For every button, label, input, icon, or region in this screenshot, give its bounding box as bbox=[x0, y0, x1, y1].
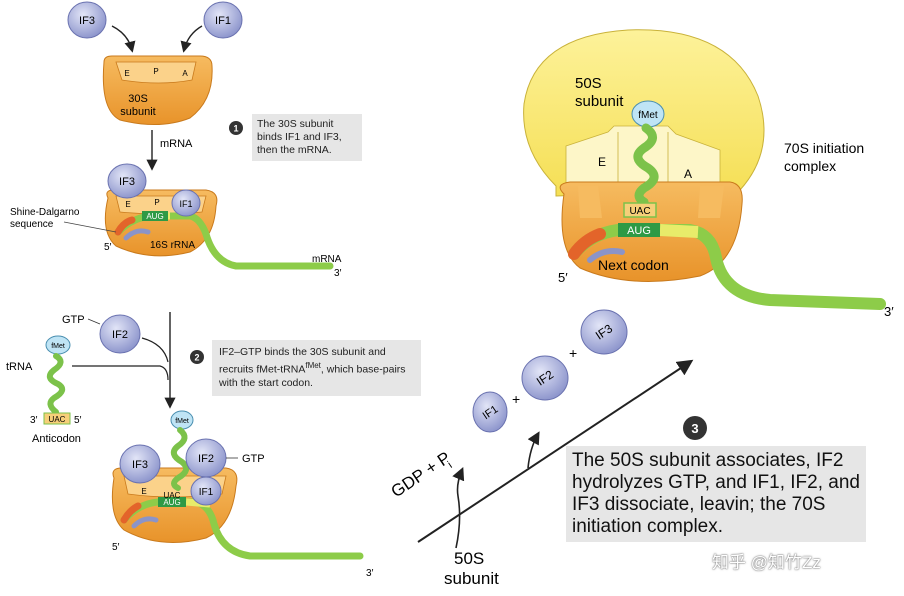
complex-70s-label: 70S initiation bbox=[784, 140, 864, 156]
gtp-label-free: GTP bbox=[62, 314, 85, 326]
step2-text-tail: , which base-pairs with the start codon. bbox=[219, 363, 406, 389]
arrow-step3 bbox=[417, 359, 694, 543]
uac-label-70s: UAC bbox=[629, 206, 650, 217]
five-prime-label-70s: 5′ bbox=[558, 270, 568, 285]
site-a-label-70s: A bbox=[684, 167, 692, 181]
if2-factor-free: IF2 bbox=[99, 314, 141, 354]
five-prime-label-2: 5′ bbox=[112, 542, 120, 553]
panel-step2: GTP IF2 2 fMet UAC tRNA 3′ 5′ Anticodon bbox=[6, 312, 374, 579]
gdp-label: GDP + P bbox=[388, 448, 454, 501]
if3-label: IF3 bbox=[79, 15, 95, 27]
if1-factor-free: IF1 bbox=[203, 1, 243, 39]
arrow-if3-binding bbox=[111, 25, 136, 53]
if3-factor-free: IF3 bbox=[67, 1, 107, 39]
if1-complex-label: IF1 bbox=[199, 487, 214, 498]
if3-released: IF3 bbox=[580, 309, 628, 355]
mrna-label-arrow: mRNA bbox=[160, 138, 193, 150]
site-e-label: E bbox=[124, 69, 129, 78]
if1-bound-label: IF1 bbox=[179, 199, 192, 209]
trna-label: tRNA bbox=[6, 361, 33, 373]
step2-number: 2 bbox=[194, 353, 199, 363]
three-prime-label-trna: 3′ bbox=[30, 415, 38, 426]
subunit-30s-alone: E P A 30S subunit bbox=[102, 55, 213, 126]
step1-badge: 1 bbox=[229, 121, 243, 135]
site-p-label: P bbox=[153, 67, 158, 76]
if1-label: IF1 bbox=[215, 15, 231, 27]
fmet-label-70s: fMet bbox=[638, 110, 658, 121]
aug-label: AUG bbox=[146, 212, 163, 221]
subunit-30s-mrna-complex: E P AUG 16S rRNA IF3 IF1 bbox=[104, 163, 334, 270]
watermark: 知乎 @知竹Zz bbox=[712, 553, 821, 572]
step3-number: 3 bbox=[691, 421, 698, 436]
uac-label-free: UAC bbox=[49, 415, 66, 424]
if1-released: IF1 bbox=[472, 391, 508, 433]
gtp-label-bound: GTP bbox=[242, 453, 265, 465]
fmet-label-bound: fMet bbox=[175, 418, 189, 425]
arrow-50s-joining bbox=[452, 467, 465, 549]
site-e-label-70s: E bbox=[598, 155, 606, 169]
panel-step3: 50S subunit GDP + P i IF1 + IF2 + IF3 3 bbox=[388, 29, 894, 588]
subunit-30s-label-2: subunit bbox=[120, 106, 155, 118]
step2-badge: 2 bbox=[190, 350, 204, 364]
site-a-label: A bbox=[182, 69, 188, 78]
fmet-label-free: fMet bbox=[51, 343, 65, 350]
step1-note: The 30S subunit binds IF1 and IF3, then … bbox=[252, 114, 362, 161]
aug-label-2: AUG bbox=[163, 498, 180, 507]
trna-free: fMet UAC bbox=[43, 335, 71, 425]
if2-complex-label: IF2 bbox=[198, 453, 214, 465]
plus-sign-2: + bbox=[569, 345, 577, 361]
step1-text: The 30S subunit binds IF1 and IF3, then … bbox=[257, 118, 342, 156]
plus-sign-1: + bbox=[512, 391, 520, 407]
subunit-30s-preinitiation-complex: E AUG fMet UAC IF3 IF2 IF1 bbox=[111, 410, 364, 560]
site-p-label-2: P bbox=[154, 198, 159, 207]
next-codon-label: Next codon bbox=[598, 257, 669, 273]
mrna-label-strand: mRNA bbox=[312, 254, 342, 265]
step3-text: The 50S subunit associates, IF2 hydrolyz… bbox=[572, 450, 860, 537]
five-prime-label-1: 5′ bbox=[104, 242, 112, 253]
arrow-factor-release bbox=[527, 431, 540, 469]
if2-label: IF2 bbox=[112, 329, 128, 341]
if3-complex-label: IF3 bbox=[132, 459, 148, 471]
three-prime-label-70s: 3′ bbox=[884, 304, 894, 319]
complex-70s: 50S subunit E A AUG Next codon fMet UAC bbox=[523, 29, 886, 310]
five-prime-label-trna: 5′ bbox=[74, 415, 82, 426]
step2-note: IF2–GTP binds the 30S subunit and recrui… bbox=[212, 340, 421, 396]
step3-note: The 50S subunit associates, IF2 hydrolyz… bbox=[566, 446, 866, 542]
three-prime-label-2: 3′ bbox=[366, 568, 374, 579]
complex-70s-label-2: complex bbox=[784, 158, 836, 174]
aug-label-70s: AUG bbox=[627, 225, 651, 237]
site-e-label-3: E bbox=[141, 487, 146, 496]
rrna-16s-label: 16S rRNA bbox=[150, 240, 195, 251]
subunit-50s-joining-label: 50S bbox=[454, 549, 484, 568]
pi-subscript: i bbox=[446, 459, 455, 470]
subunit-50s-joining-label-2: subunit bbox=[444, 569, 499, 588]
if2-released: IF2 bbox=[521, 355, 569, 401]
subunit-50s-label: 50S bbox=[575, 75, 602, 92]
step2-text: IF2–GTP binds the 30S subunit and recrui… bbox=[219, 346, 386, 376]
subunit-30s-label: 30S bbox=[128, 93, 148, 105]
site-e-label-2: E bbox=[125, 200, 130, 209]
sd-pointer-line bbox=[63, 221, 117, 233]
panel-step1: IF3 IF1 E P A 30S subunit 1 mRNA bbox=[10, 1, 342, 279]
subunit-50s-label-2: subunit bbox=[575, 93, 624, 110]
if3-bound-label: IF3 bbox=[119, 176, 135, 188]
step3-badge: 3 bbox=[683, 416, 707, 440]
step1-number: 1 bbox=[233, 124, 238, 134]
three-prime-label-1: 3′ bbox=[334, 268, 342, 279]
anticodon-label: Anticodon bbox=[32, 433, 81, 445]
step2-text-sup: fMet bbox=[305, 361, 321, 370]
gdp-pi-label: GDP + P i bbox=[388, 448, 455, 501]
arrow-if1-binding bbox=[180, 25, 203, 53]
uac-label-bound: UAC bbox=[164, 491, 181, 500]
